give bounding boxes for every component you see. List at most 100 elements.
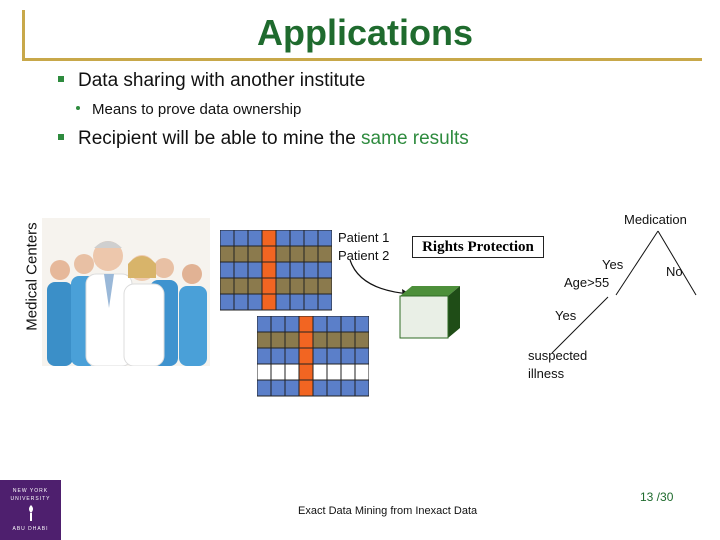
torch-icon xyxy=(29,505,33,521)
grid-cell xyxy=(275,293,291,311)
grid-cell xyxy=(257,347,272,365)
grid-cell xyxy=(247,230,263,247)
side-label-text: Medical Centers xyxy=(23,222,41,331)
bullet-data-sharing: Data sharing with another institute xyxy=(58,70,365,92)
bullet-text: Means to prove data ownership xyxy=(92,101,302,118)
grid-cell xyxy=(340,379,356,397)
grid-cell xyxy=(270,363,286,381)
bullet-text: Recipient will be able to mine the xyxy=(78,128,362,149)
grid-cell xyxy=(303,293,319,311)
tree-edge-yes-top: Yes xyxy=(602,257,624,272)
grid-cell xyxy=(312,347,328,365)
grid-cell xyxy=(289,293,305,311)
grid-cell xyxy=(284,347,300,365)
grid-cell xyxy=(340,347,356,365)
grid-cell xyxy=(257,379,272,397)
title-accent-vertical xyxy=(22,10,25,60)
tree-edge-yes-mid: Yes xyxy=(555,308,577,323)
grid-cell xyxy=(354,379,369,397)
grid-cell xyxy=(247,261,263,279)
data-grid-original xyxy=(220,230,332,311)
grid-cell xyxy=(257,316,272,333)
cube-icon xyxy=(399,286,460,339)
grid-cell xyxy=(303,230,319,247)
footer-title: Exact Data Mining from Inexact Data xyxy=(298,505,478,517)
grid-cell xyxy=(284,363,300,381)
grid-cell xyxy=(261,261,277,279)
grid-cell xyxy=(233,245,249,263)
grid-cell xyxy=(220,293,235,311)
page-number: 13 /30 xyxy=(640,490,674,504)
grid-cell xyxy=(317,293,332,311)
grid-cell xyxy=(326,331,342,349)
grid-cell xyxy=(312,331,328,349)
grid-cell xyxy=(284,331,300,349)
grid-cell xyxy=(312,379,328,397)
tree-leaf-line2: illness xyxy=(528,366,565,381)
grid-cell xyxy=(340,363,356,381)
grid-cell xyxy=(270,316,286,333)
bullet-text: Data sharing with another institute xyxy=(78,70,366,91)
bullet-recipient: Recipient will be able to mine the same … xyxy=(58,128,469,150)
nyu-abu-dhabi-logo: NEW YORK UNIVERSITY ABU DHABI xyxy=(0,480,61,540)
grid-cell xyxy=(257,363,272,381)
slide-title: Applications xyxy=(256,12,474,53)
data-grid-watermarked xyxy=(257,316,369,397)
grid-cell xyxy=(247,245,263,263)
bullet-highlight: same results xyxy=(361,128,469,149)
grid-cell xyxy=(220,277,235,295)
grid-cell xyxy=(326,363,342,381)
grid-cell xyxy=(303,261,319,279)
grid-cell xyxy=(354,347,369,365)
grid-cell xyxy=(247,293,263,311)
grid-cell xyxy=(270,331,286,349)
grid-cell xyxy=(289,245,305,263)
bullet-dot-icon xyxy=(76,106,80,111)
patient-2-label: Patient 2 xyxy=(338,248,390,263)
grid-cell xyxy=(303,277,319,295)
grid-cell xyxy=(220,230,235,247)
grid-cell xyxy=(298,347,314,365)
bullet-ownership: Means to prove data ownership xyxy=(76,101,301,118)
grid-cell xyxy=(275,230,291,247)
grid-cell xyxy=(261,293,277,311)
doctors-photo xyxy=(42,218,210,366)
rights-protection-box: Rights Protection xyxy=(412,236,544,258)
grid-cell xyxy=(233,277,249,295)
grid-cell xyxy=(326,347,342,365)
tree-node-age: Age>55 xyxy=(564,275,610,290)
grid-cell xyxy=(298,379,314,397)
grid-cell xyxy=(275,261,291,279)
grid-cell xyxy=(220,245,235,263)
tree-edge-no-top: No xyxy=(666,264,683,279)
logo-text-line2: UNIVERSITY xyxy=(10,496,51,502)
grid-cell xyxy=(275,245,291,263)
grid-cell xyxy=(298,331,314,349)
grid-cell xyxy=(247,277,263,295)
grid-cell xyxy=(312,316,328,333)
bullet-square-icon xyxy=(58,133,64,140)
grid-cell xyxy=(289,277,305,295)
grid-cell xyxy=(220,261,235,279)
grid-cell xyxy=(317,230,332,247)
grid-cell xyxy=(303,245,319,263)
grid-cell xyxy=(233,293,249,311)
grid-cell xyxy=(326,379,342,397)
grid-cell xyxy=(312,363,328,381)
grid-cell xyxy=(289,230,305,247)
grid-cell xyxy=(261,277,277,295)
grid-cell xyxy=(298,316,314,333)
grid-cell xyxy=(354,363,369,381)
bullet-square-icon xyxy=(58,75,64,82)
patient-1-label: Patient 1 xyxy=(338,230,390,245)
grid-cell xyxy=(233,261,249,279)
grid-cell xyxy=(233,230,249,247)
grid-cell xyxy=(340,331,356,349)
decision-tree xyxy=(551,230,697,354)
grid-cell xyxy=(284,379,300,397)
grid-cell xyxy=(270,347,286,365)
grid-cell xyxy=(354,331,369,349)
grid-cell xyxy=(261,230,277,247)
medical-centers-label: Medical Centers xyxy=(20,218,42,338)
logo-text-line3: ABU DHABI xyxy=(12,526,49,532)
